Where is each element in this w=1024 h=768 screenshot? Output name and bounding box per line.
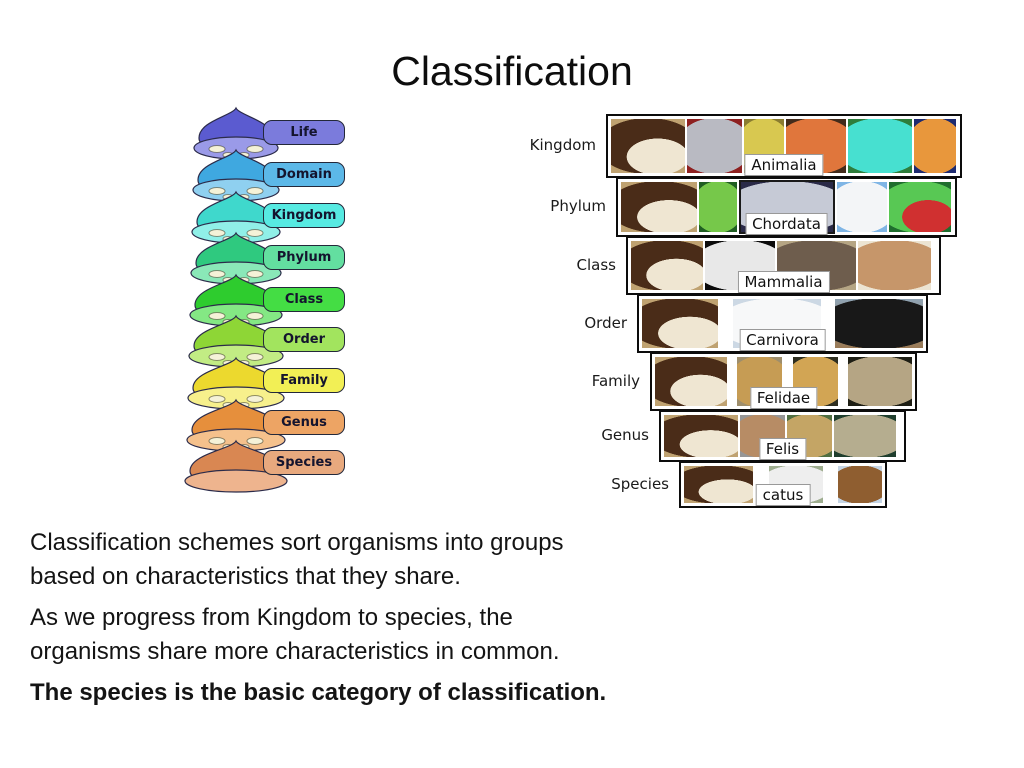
funnel-seed (208, 312, 226, 320)
cat-photo (684, 466, 753, 503)
funnel-label-phylum: Phylum (263, 245, 345, 270)
funnel-seed (208, 229, 226, 237)
bat-photo (858, 241, 931, 290)
funnel-label-family: Family (263, 368, 345, 393)
funnel-seed (208, 187, 226, 195)
body-paragraph-2: As we progress from Kingdom to species, … (30, 604, 560, 665)
taxonomy-row-genus: Felis (659, 410, 906, 462)
lizard-photo (699, 182, 737, 232)
funnel-seed (246, 353, 264, 361)
rank-label-family: Family (591, 371, 640, 390)
funnel-tier-phylum (190, 231, 282, 285)
rank-label-phylum: Phylum (550, 197, 606, 215)
taxonomic-rank-funnel-diagram (184, 106, 288, 493)
body-paragraph-3: The species is the basic category of cla… (30, 679, 607, 706)
rank-label-kingdom: Kingdom (529, 136, 596, 154)
taxon-label-felis: Felis (758, 438, 807, 460)
taxon-label-chordata: Chordata (745, 213, 828, 235)
funnel-seed (246, 270, 264, 278)
funnel-seed (208, 437, 226, 445)
taxonomy-row-kingdom: Animalia (606, 114, 962, 178)
lynx-photo (847, 357, 912, 406)
funnel-seed (246, 312, 264, 320)
funnel-base (184, 469, 288, 493)
cat-photo (655, 357, 727, 406)
funnel-label-species: Species (263, 450, 345, 475)
funnel-seed (246, 145, 264, 153)
taxonomy-row-family: Felidae (650, 352, 917, 411)
funnel-tier-domain (192, 148, 280, 202)
taxon-label-carnivora: Carnivora (739, 329, 826, 351)
funnel-label-order: Order (263, 327, 345, 352)
funnel-seed (208, 353, 226, 361)
rank-label-class: Class (576, 255, 616, 274)
taxonomy-row-order: Carnivora (637, 294, 928, 353)
funnel-seed (208, 145, 226, 153)
roundworm-photo (687, 119, 742, 173)
cat-photo (642, 299, 718, 348)
funnel-label-class: Class (263, 287, 345, 312)
rank-label-species: Species (611, 474, 669, 493)
seagull-photo (837, 182, 887, 232)
rank-label-genus: Genus (601, 426, 649, 444)
funnel-seed (208, 395, 226, 403)
cat-photo (621, 182, 697, 232)
cat-photo (664, 415, 738, 457)
taxon-label-catus: catus (755, 484, 811, 506)
jellyfish-photo (914, 119, 956, 173)
taxon-label-animalia: Animalia (744, 154, 824, 176)
brown-cat-photo (838, 466, 882, 503)
rank-label-order: Order (584, 313, 627, 332)
taxon-label-mammalia: Mammalia (737, 271, 830, 293)
taxonomy-row-phylum: Chordata (616, 177, 957, 237)
funnel-label-life: Life (263, 120, 345, 145)
body-paragraph-1: Classification schemes sort organisms in… (30, 529, 564, 590)
funnel-label-kingdom: Kingdom (263, 203, 345, 228)
funnel-seed (246, 437, 264, 445)
slide-title: Classification (391, 48, 633, 94)
body-text: Classification schemes sort organisms in… (30, 526, 630, 717)
taxon-label-felidae: Felidae (749, 387, 818, 409)
funnel-label-domain: Domain (263, 162, 345, 187)
funnel-label-genus: Genus (263, 410, 345, 435)
taxonomy-row-species: catus (679, 461, 887, 508)
butterfly-photo (848, 119, 912, 173)
tree-frog-photo (889, 182, 951, 232)
funnel-seed (246, 187, 264, 195)
funnel-seed (246, 395, 264, 403)
funnel-seed (208, 270, 226, 278)
funnel-seed (246, 229, 264, 237)
cat-photo (631, 241, 703, 290)
taxonomy-row-class: Mammalia (626, 236, 941, 295)
cat-photo (611, 119, 685, 173)
leopard-cat-photo (834, 415, 896, 457)
black-bear-photo (835, 299, 923, 348)
